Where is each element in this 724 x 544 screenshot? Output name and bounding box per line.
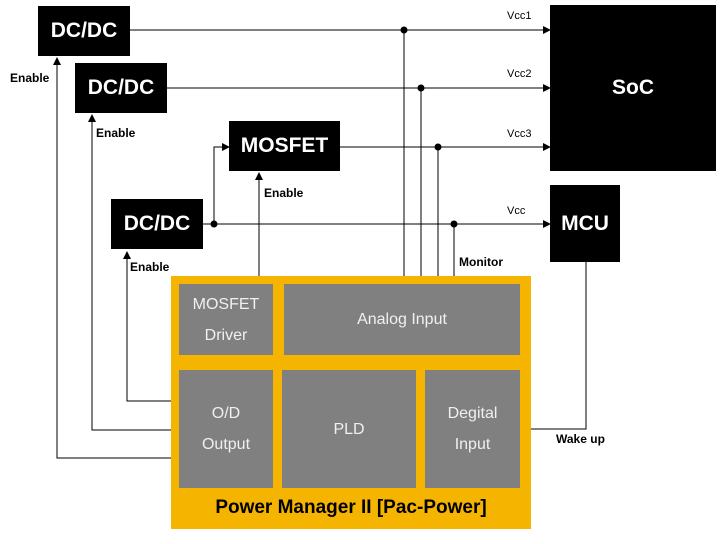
wake-up-label: Wake up	[556, 432, 605, 446]
enable3-wire	[123, 251, 178, 402]
enable1-wire	[53, 57, 178, 459]
mcu-block: MCU	[550, 185, 620, 262]
enable-label-2: Enable	[96, 126, 136, 140]
mosfet-block: MOSFET	[229, 121, 340, 171]
dcdc-block-2: DC/DC	[75, 63, 167, 113]
mosfet-driver-line1: MOSFET	[192, 295, 260, 313]
dcdc-3-label: DC/DC	[123, 212, 191, 235]
digital-input-line2: Input	[454, 436, 491, 453]
pld-cell: PLD	[282, 370, 416, 488]
vcc-label: Vcc	[507, 205, 526, 217]
monitor-label: Monitor	[459, 255, 503, 269]
junction-vcc1	[400, 26, 408, 34]
mosfet-driver-cell: MOSFET Driver	[179, 284, 273, 355]
dcdc-2-label: DC/DC	[87, 76, 155, 99]
od-output-cell: O/D Output	[179, 370, 273, 488]
analog-input-label: Analog Input	[357, 311, 447, 328]
junction-dcdc3	[210, 220, 218, 228]
pld-label: PLD	[333, 420, 365, 438]
enable-label-1: Enable	[10, 71, 50, 85]
od-output-line1: O/D	[211, 405, 241, 422]
analog-input-cell: Analog Input	[284, 284, 520, 355]
od-output-line2: Output	[201, 436, 251, 453]
dcdc-1-label: DC/DC	[50, 19, 118, 42]
enable2-wire	[88, 114, 178, 431]
dcdc-block-3: DC/DC	[111, 199, 203, 249]
mosfet-driver-line2: Driver	[204, 326, 248, 344]
power-manager-title: Power Manager II [Pac-Power]	[215, 497, 487, 518]
mosfet-supply	[213, 143, 230, 224]
soc-label: SoC	[612, 76, 654, 99]
digital-input-line1: Degital	[447, 405, 498, 422]
soc-block: SoC	[550, 5, 716, 171]
mcu-label: MCU	[561, 211, 609, 235]
junction-vcc	[450, 220, 458, 228]
enable-label-3: Enable	[130, 260, 170, 274]
enable-label-mosfet: Enable	[264, 186, 304, 200]
vcc2-label: Vcc2	[507, 68, 532, 80]
dcdc-block-1: DC/DC	[38, 6, 130, 56]
vcc3-label: Vcc3	[507, 128, 532, 140]
junction-vcc2	[417, 84, 425, 92]
wake-up-wire	[521, 262, 587, 433]
mosfet-label: MOSFET	[240, 134, 329, 157]
junction-vcc3	[434, 143, 442, 151]
vcc1-label: Vcc1	[507, 10, 532, 22]
